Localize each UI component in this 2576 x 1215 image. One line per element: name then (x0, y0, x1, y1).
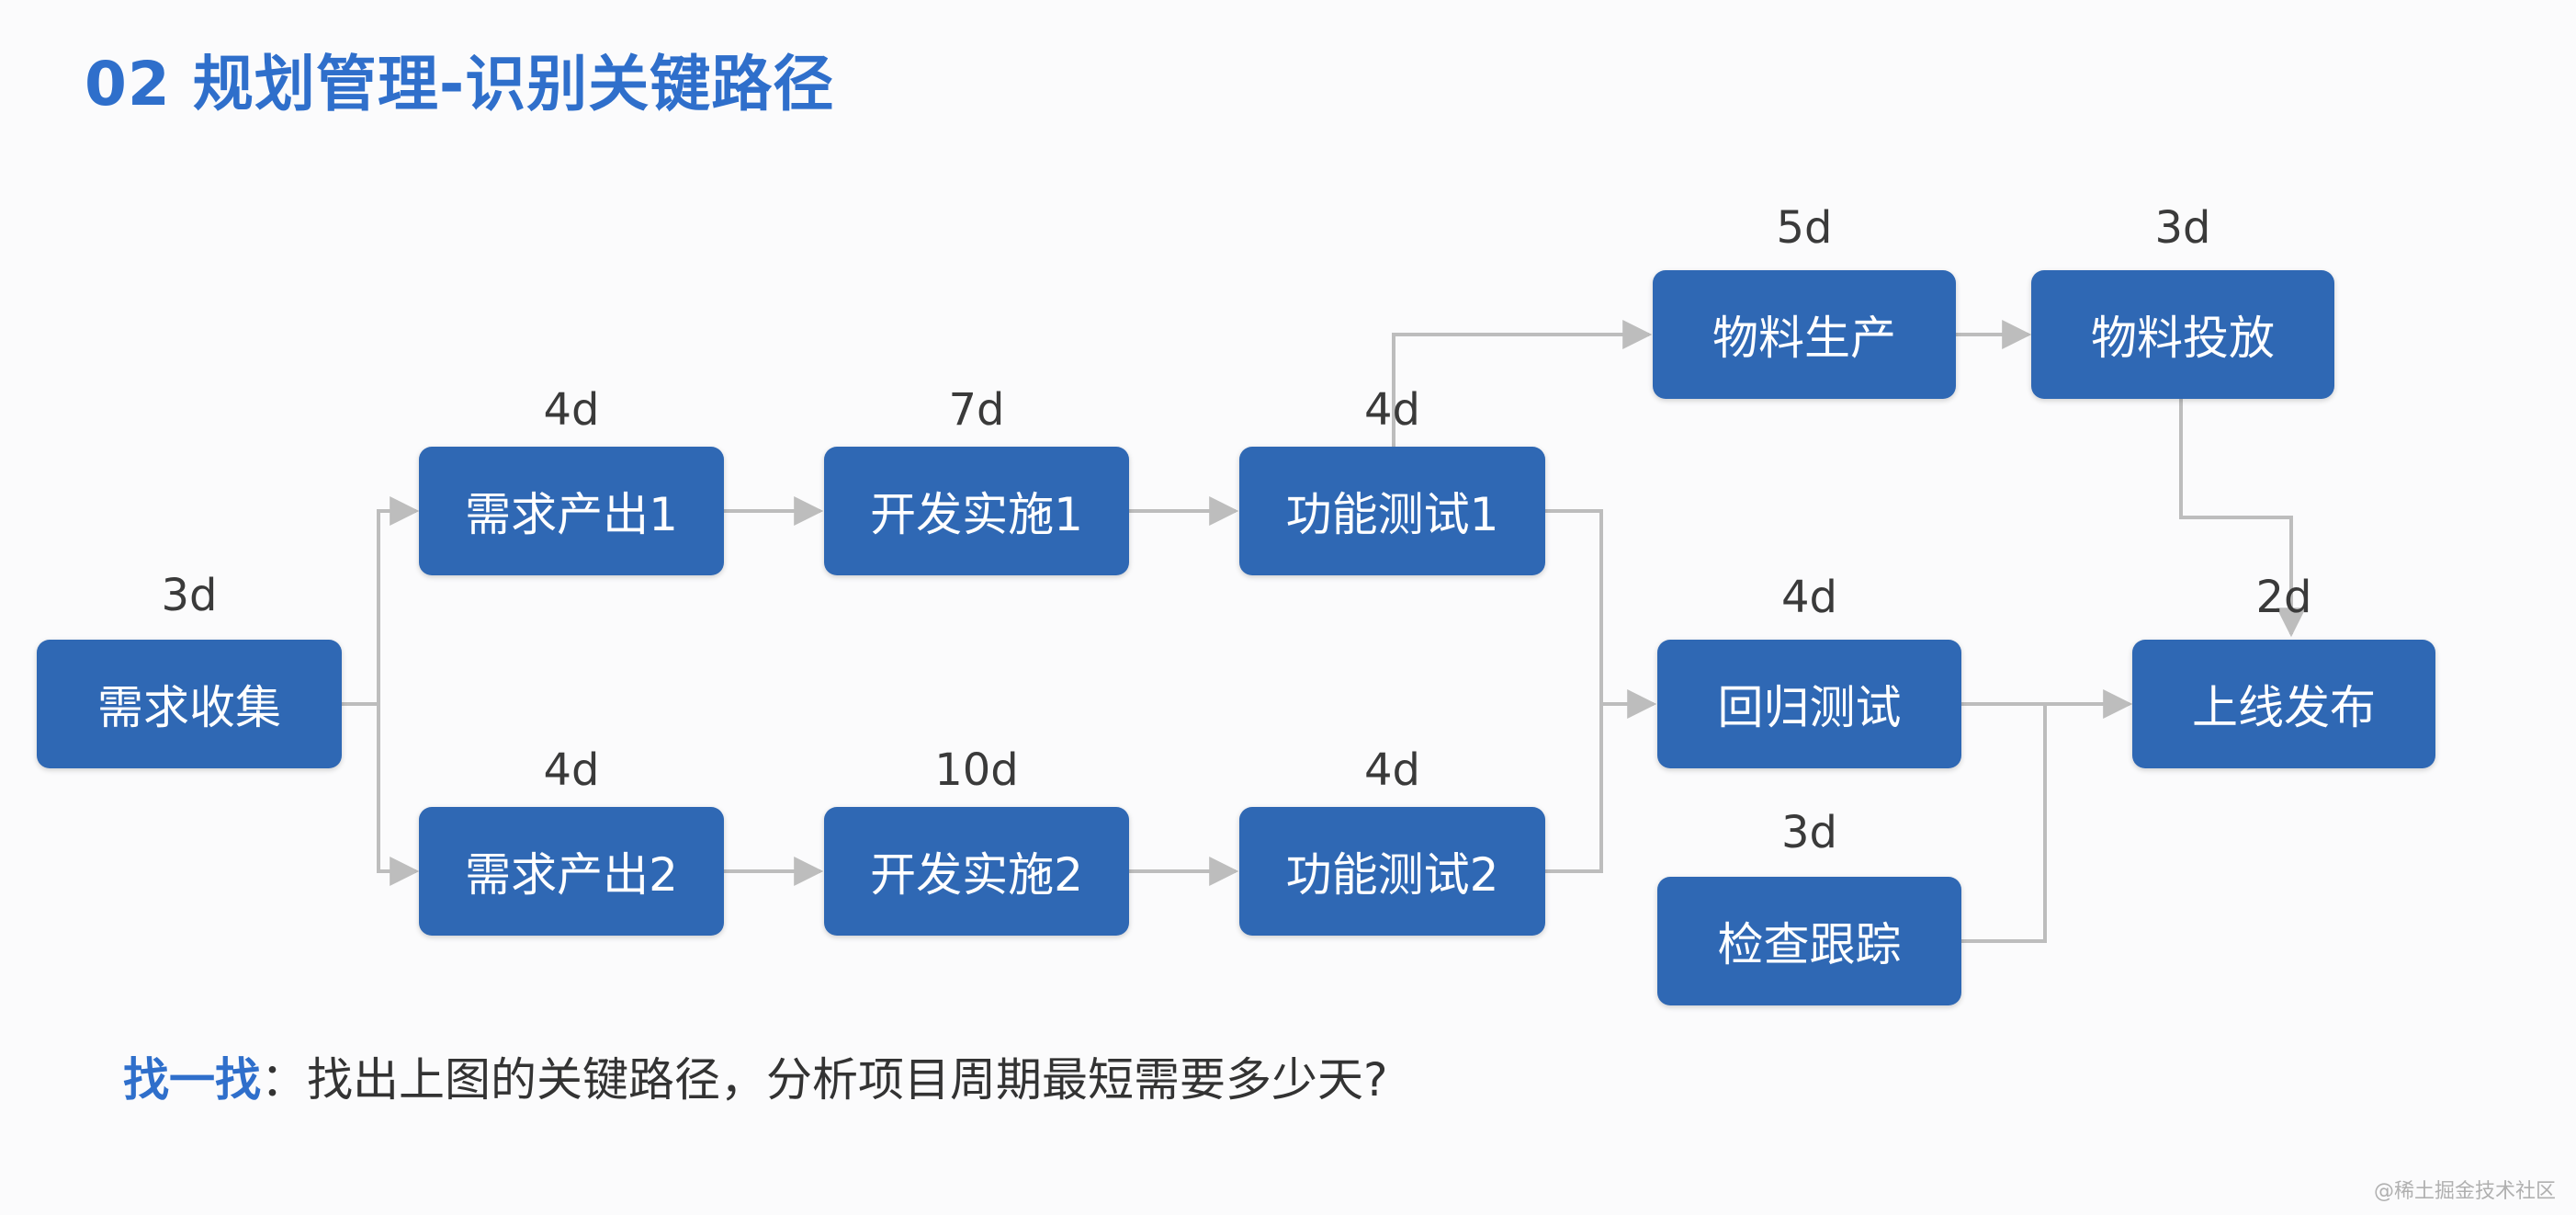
edge-track-release (1961, 704, 2047, 943)
node-collect[interactable]: 需求收集 (37, 640, 342, 768)
edge-test2-regress (1545, 704, 1603, 873)
duration-req1: 4d (543, 384, 600, 436)
edge-collect-req1 (342, 496, 420, 706)
node-test1[interactable]: 功能测试1 (1239, 447, 1545, 575)
duration-track: 3d (1780, 807, 1837, 858)
node-req2[interactable]: 需求产出2 (419, 807, 724, 936)
node-test2[interactable]: 功能测试2 (1239, 807, 1545, 936)
edge-collect-req2 (377, 704, 420, 886)
node-regress[interactable]: 回归测试 (1657, 640, 1961, 768)
duration-release: 2d (2255, 572, 2312, 623)
question-prompt: 找一找：找出上图的关键路径，分析项目周期最短需要多少天? (123, 1043, 1388, 1109)
duration-deliver: 3d (2154, 202, 2211, 254)
edge-deliver-release (2179, 398, 2306, 638)
duration-dev1: 7d (948, 384, 1005, 436)
node-dev1[interactable]: 开发实施1 (824, 447, 1129, 575)
duration-dev2: 10d (934, 744, 1019, 796)
node-dev2[interactable]: 开发实施2 (824, 807, 1129, 936)
edge-test1-regress (1545, 509, 1657, 719)
question-label: 找一找 (123, 1053, 261, 1107)
node-req1[interactable]: 需求产出1 (419, 447, 724, 575)
question-separator: ： (261, 1053, 307, 1107)
duration-regress: 4d (1780, 572, 1837, 623)
duration-collect: 3d (161, 570, 218, 621)
question-text: 找出上图的关键路径，分析项目周期最短需要多少天? (307, 1053, 1388, 1107)
node-deliver[interactable]: 物料投放 (2031, 270, 2334, 399)
duration-test1: 4d (1363, 384, 1420, 436)
duration-produce: 5d (1776, 202, 1833, 254)
node-track[interactable]: 检查跟踪 (1657, 877, 1961, 1005)
duration-test2: 4d (1363, 744, 1420, 796)
watermark: @稀土掘金技术社区 (2373, 1180, 2556, 1203)
page-title: 02 规划管理-识别关键路径 (85, 49, 835, 119)
edge-test1-produce (1392, 320, 1653, 447)
duration-req2: 4d (543, 744, 600, 796)
node-release[interactable]: 上线发布 (2132, 640, 2435, 768)
node-produce[interactable]: 物料生产 (1653, 270, 1956, 399)
